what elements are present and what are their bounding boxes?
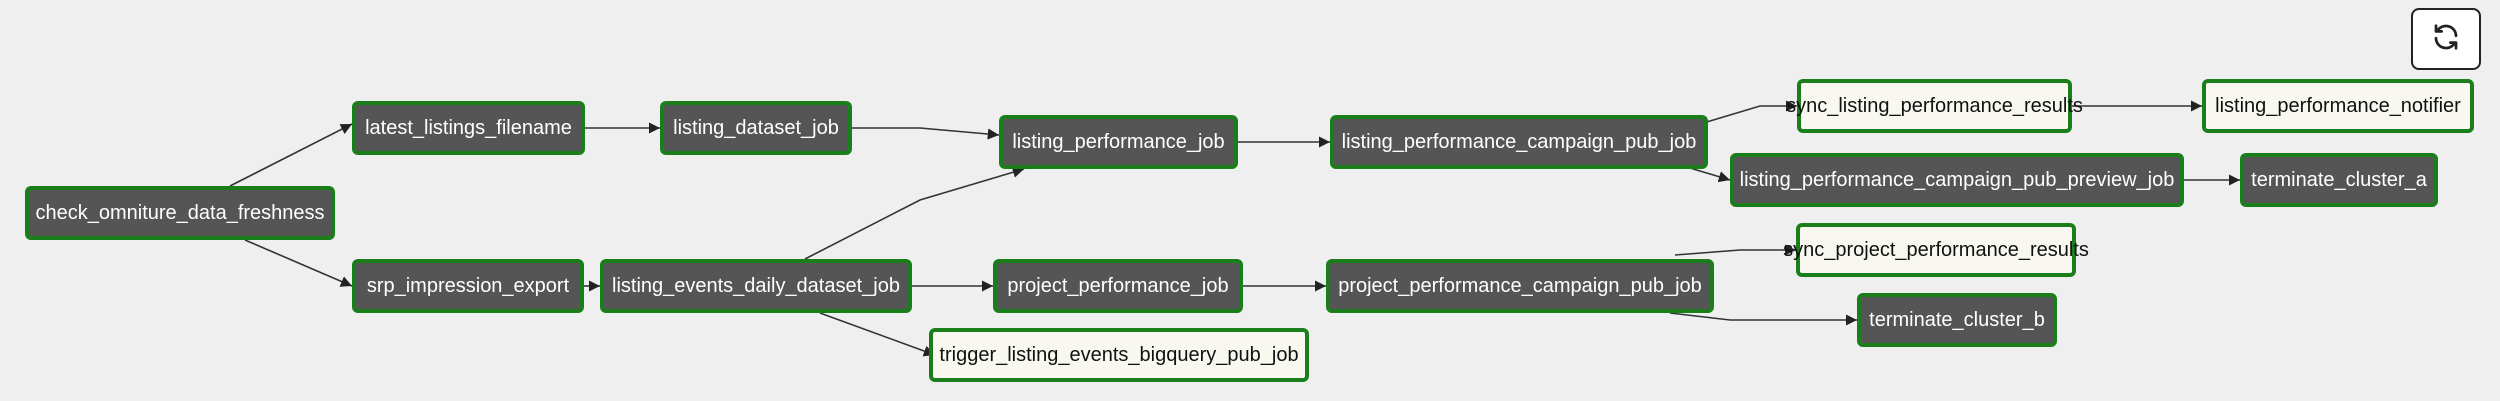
- task-node-label: listing_performance_job: [1012, 130, 1225, 153]
- task-node-label: sync_listing_performance_results: [1786, 94, 2083, 117]
- edge-listing_performance_campaign_pub_job-to-sync_listing_performance_results: [1699, 100, 1797, 125]
- refresh-button[interactable]: [2411, 8, 2481, 70]
- task-node-label: terminate_cluster_a: [2251, 168, 2427, 191]
- task-node-trigger_listing_events_bigquery_pub_job[interactable]: trigger_listing_events_bigquery_pub_job: [929, 328, 1309, 382]
- task-node-label: project_performance_job: [1007, 274, 1229, 297]
- task-node-label: check_omniture_data_freshness: [35, 201, 325, 224]
- task-node-label: listing_performance_notifier: [2215, 94, 2461, 117]
- task-node-label: listing_events_daily_dataset_job: [612, 274, 900, 297]
- task-node-label: project_performance_campaign_pub_job: [1338, 274, 1702, 297]
- task-node-srp_impression_export[interactable]: srp_impression_export: [352, 259, 584, 313]
- task-node-listing_performance_job[interactable]: listing_performance_job: [999, 115, 1238, 169]
- edge-listing_events_daily_dataset_job-to-listing_performance_job: [804, 166, 1025, 260]
- task-node-project_performance_campaign_pub_job[interactable]: project_performance_campaign_pub_job: [1326, 259, 1714, 313]
- refresh-icon: [2431, 22, 2461, 57]
- edge-listing_events_daily_dataset_job-to-trigger_listing_events_bigquery_pub_job: [819, 312, 936, 357]
- task-node-check_omniture_data_freshness[interactable]: check_omniture_data_freshness: [25, 186, 335, 240]
- edge-listing_dataset_job-to-listing_performance_job: [852, 127, 1000, 140]
- task-node-label: terminate_cluster_b: [1869, 308, 2045, 331]
- task-node-terminate_cluster_a[interactable]: terminate_cluster_a: [2240, 153, 2438, 207]
- task-node-sync_listing_performance_results[interactable]: sync_listing_performance_results: [1786, 79, 2083, 133]
- task-node-label: listing_performance_campaign_pub_preview…: [1739, 168, 2175, 191]
- edge-check_omniture_data_freshness-to-srp_impression_export: [244, 239, 353, 287]
- task-node-listing_dataset_job[interactable]: listing_dataset_job: [660, 101, 852, 155]
- task-node-label: srp_impression_export: [366, 274, 570, 297]
- task-node-listing_events_daily_dataset_job[interactable]: listing_events_daily_dataset_job: [600, 259, 912, 313]
- task-node-latest_listings_filename[interactable]: latest_listings_filename: [352, 101, 585, 155]
- edge-project_performance_campaign_pub_job-to-sync_project_performance_results: [1674, 244, 1796, 256]
- task-node-label: listing_performance_campaign_pub_job: [1341, 130, 1697, 153]
- task-node-terminate_cluster_b[interactable]: terminate_cluster_b: [1857, 293, 2057, 347]
- task-node-listing_performance_campaign_pub_preview_job[interactable]: listing_performance_campaign_pub_preview…: [1730, 153, 2184, 207]
- task-node-label: trigger_listing_events_bigquery_pub_job: [939, 343, 1299, 366]
- task-node-listing_performance_notifier[interactable]: listing_performance_notifier: [2202, 79, 2474, 133]
- task-node-listing_performance_campaign_pub_job[interactable]: listing_performance_campaign_pub_job: [1330, 115, 1708, 169]
- task-node-label: latest_listings_filename: [365, 116, 572, 139]
- task-node-label: listing_dataset_job: [673, 116, 839, 139]
- task-node-project_performance_job[interactable]: project_performance_job: [993, 259, 1243, 313]
- edge-check_omniture_data_freshness-to-latest_listings_filename: [229, 123, 353, 187]
- edge-project_performance_campaign_pub_job-to-terminate_cluster_b: [1669, 312, 1857, 326]
- task-node-label: sync_project_performance_results: [1783, 238, 2089, 261]
- task-node-sync_project_performance_results[interactable]: sync_project_performance_results: [1783, 223, 2089, 277]
